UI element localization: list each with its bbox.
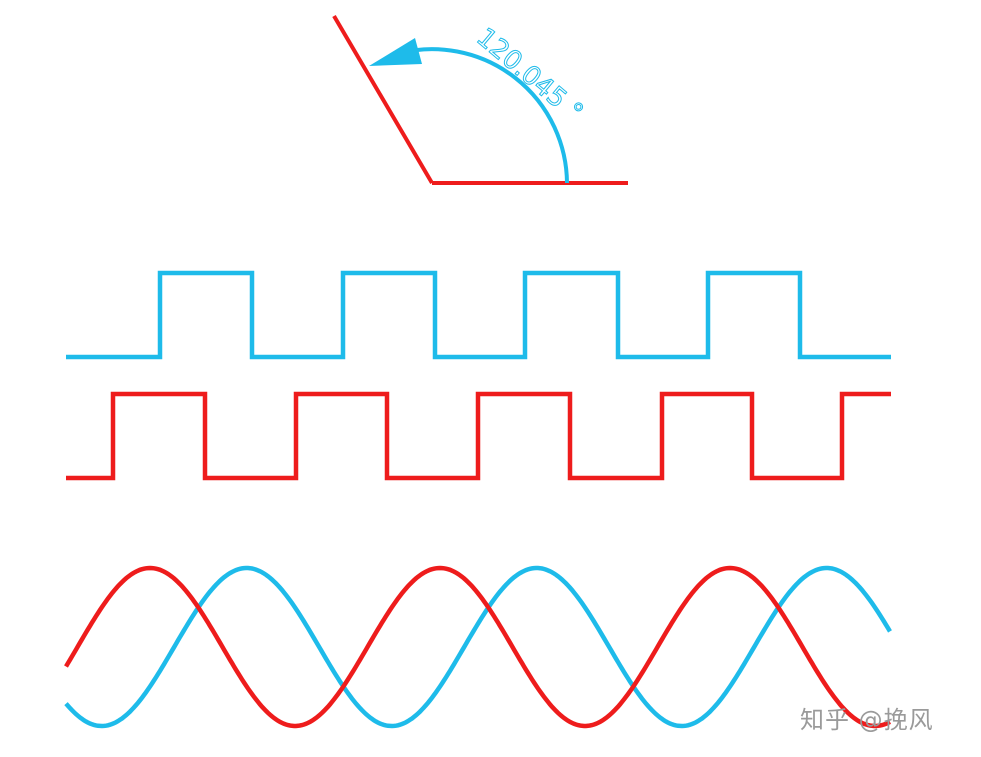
square-wave-red <box>66 391 891 481</box>
watermark: 知乎 @挽风 <box>800 706 934 734</box>
sine-wave-red <box>64 565 892 729</box>
angle-figure: 120.045 ° <box>332 14 628 185</box>
square-wave-blue <box>66 270 891 360</box>
sine-wave-blue <box>64 565 892 729</box>
angle-inclined-ray <box>332 14 434 185</box>
angle-value-label: 120.045 ° <box>471 22 589 128</box>
angle-arc <box>399 47 569 184</box>
angle-arrowhead <box>369 38 422 66</box>
